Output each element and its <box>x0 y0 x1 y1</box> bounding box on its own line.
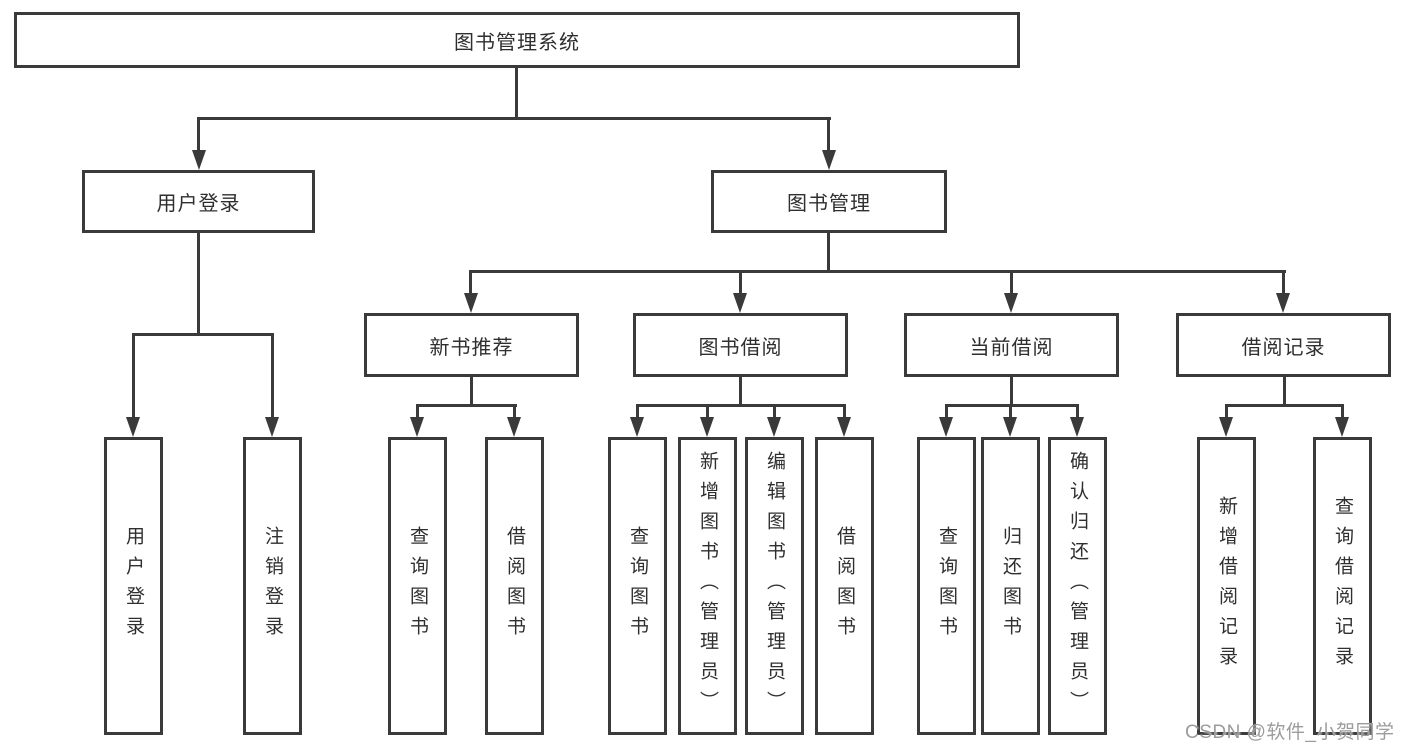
arrow-down-icon <box>733 293 747 313</box>
leaf-query-books: 查询图书 <box>917 437 976 735</box>
connector-line-vertical <box>513 404 516 420</box>
leaf-label: 查询图书 <box>627 526 648 646</box>
connector-line-vertical <box>515 67 518 120</box>
leaf-label: 新增借阅记录 <box>1216 496 1237 676</box>
connector-line-vertical <box>1283 377 1286 407</box>
leaf-return-book: 归还图书 <box>981 437 1040 735</box>
arrow-down-icon <box>837 417 851 437</box>
leaf-label: 借阅图书 <box>834 526 855 646</box>
watermark-csdn: CSDN @软件_小贺同学 <box>1185 722 1395 743</box>
connector-line-horizontal <box>132 333 274 336</box>
connector-line-vertical <box>469 270 472 296</box>
connector-line-vertical <box>132 333 135 419</box>
leaf-query-borrow-record: 查询借阅记录 <box>1313 437 1372 735</box>
leaf-borrow-books: 借阅图书 <box>485 437 544 735</box>
connector-line-vertical <box>706 404 709 420</box>
leaf-query-books: 查询图书 <box>608 437 667 735</box>
arrow-down-icon <box>767 417 781 437</box>
connector-line-vertical <box>1010 377 1013 407</box>
leaf-confirm-return-admin: 确认归还（管理员） <box>1048 437 1107 735</box>
arrow-down-icon <box>507 417 521 437</box>
connector-line-vertical <box>773 404 776 420</box>
leaf-user-login: 用户登录 <box>104 437 163 735</box>
connector-line-vertical <box>197 233 200 336</box>
node-borrowing-records: 借阅记录 <box>1176 313 1391 377</box>
connector-line-vertical <box>1341 404 1344 420</box>
leaf-label: 新增图书（管理员） <box>697 451 718 721</box>
connector-line-vertical <box>1010 270 1013 296</box>
connector-line-horizontal <box>945 404 1079 407</box>
leaf-label: 查询借阅记录 <box>1332 496 1353 676</box>
connector-line-horizontal <box>197 117 831 120</box>
arrow-down-icon <box>126 417 140 437</box>
leaf-add-book-admin: 新增图书（管理员） <box>678 437 737 735</box>
node-library-management-system: 图书管理系统 <box>14 12 1020 68</box>
connector-line-horizontal <box>636 404 846 407</box>
leaf-label: 确认归还（管理员） <box>1067 451 1088 721</box>
arrow-down-icon <box>410 417 424 437</box>
leaf-label: 借阅图书 <box>504 526 525 646</box>
arrow-down-icon <box>265 417 279 437</box>
connector-line-vertical <box>1076 404 1079 420</box>
connector-line-vertical <box>843 404 846 420</box>
node-user-login: 用户登录 <box>82 170 315 233</box>
arrow-down-icon <box>1070 417 1084 437</box>
arrow-down-icon <box>939 417 953 437</box>
arrow-down-icon <box>192 150 206 170</box>
connector-line-vertical <box>636 404 639 420</box>
connector-line-vertical <box>271 333 274 419</box>
arrow-down-icon <box>464 293 478 313</box>
node-current-borrowing: 当前借阅 <box>904 313 1119 377</box>
leaf-add-borrow-record: 新增借阅记录 <box>1197 437 1256 735</box>
leaf-label: 查询图书 <box>407 526 428 646</box>
leaf-query-books: 查询图书 <box>388 437 447 735</box>
connector-line-vertical <box>416 404 419 420</box>
connector-line-vertical <box>470 377 473 407</box>
arrow-down-icon <box>1219 417 1233 437</box>
leaf-label: 查询图书 <box>936 526 957 646</box>
leaf-edit-book-admin: 编辑图书（管理员） <box>745 437 804 735</box>
node-book-borrowing: 图书借阅 <box>633 313 848 377</box>
connector-line-vertical <box>197 117 200 152</box>
connector-line-horizontal <box>1225 404 1344 407</box>
connector-line-vertical <box>1282 270 1285 296</box>
connector-line-vertical <box>827 233 830 273</box>
arrow-down-icon <box>630 417 644 437</box>
leaf-logout: 注销登录 <box>243 437 302 735</box>
arrow-down-icon <box>700 417 714 437</box>
arrow-down-icon <box>1335 417 1349 437</box>
connector-line-horizontal <box>469 270 1286 273</box>
leaf-label: 注销登录 <box>262 526 283 646</box>
arrow-down-icon <box>1276 293 1290 313</box>
connector-line-vertical <box>1225 404 1228 420</box>
leaf-label: 用户登录 <box>123 526 144 646</box>
connector-line-horizontal <box>416 404 517 407</box>
connector-line-vertical <box>739 377 742 407</box>
connector-line-vertical <box>827 117 830 152</box>
node-new-book-recommendation: 新书推荐 <box>364 313 579 377</box>
leaf-label: 编辑图书（管理员） <box>764 451 785 721</box>
arrow-down-icon <box>1004 293 1018 313</box>
connector-line-vertical <box>739 270 742 296</box>
connector-line-vertical <box>1009 404 1012 420</box>
connector-line-vertical <box>945 404 948 420</box>
arrow-down-icon <box>1003 417 1017 437</box>
leaf-borrow-books: 借阅图书 <box>815 437 874 735</box>
arrow-down-icon <box>822 150 836 170</box>
leaf-label: 归还图书 <box>1000 526 1021 646</box>
node-book-management: 图书管理 <box>711 170 947 233</box>
